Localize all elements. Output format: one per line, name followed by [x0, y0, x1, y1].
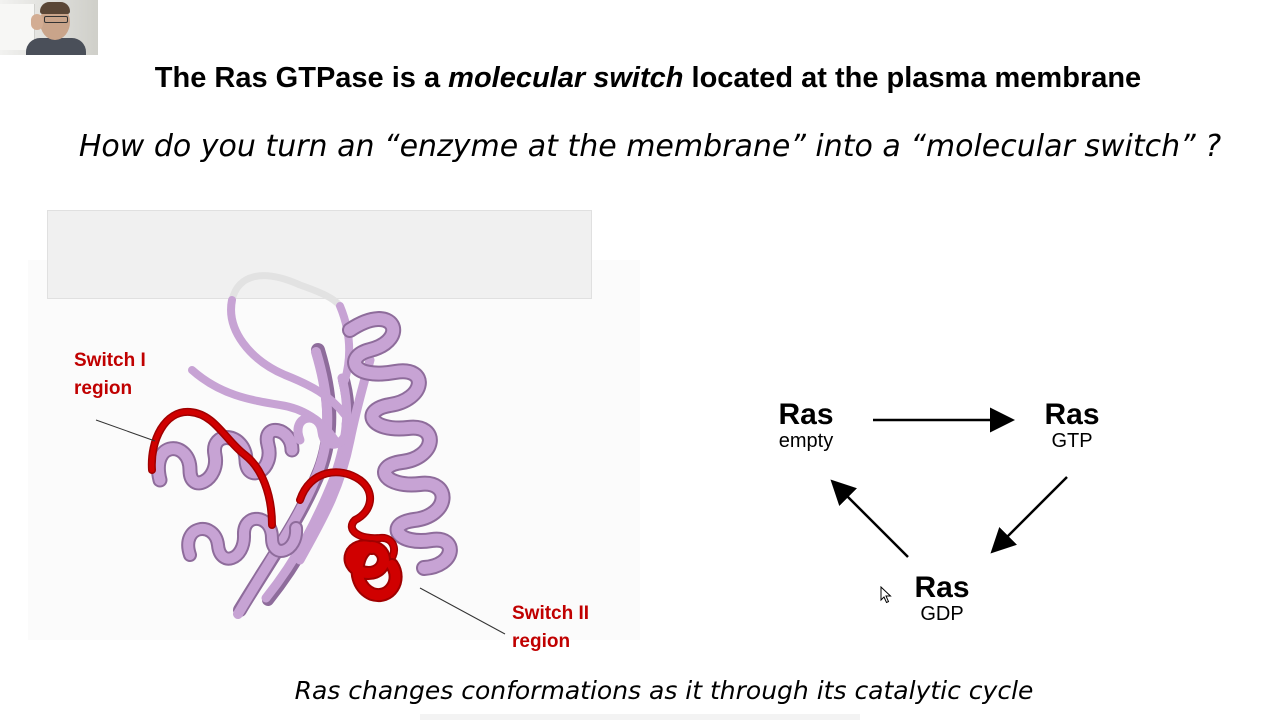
- title-emphasis: molecular switch: [448, 62, 684, 94]
- switch2-label: Switch II region: [512, 600, 589, 656]
- title-text-end: located at the plasma membrane: [683, 62, 1142, 94]
- ras-gdp-state: GDP: [920, 603, 964, 625]
- ras-empty-name: Ras: [778, 398, 834, 431]
- switch2-leader-line: [419, 587, 506, 635]
- ras-gtp-state: GTP: [1051, 430, 1093, 452]
- caption-underlay: [420, 714, 860, 720]
- ras-gtp-name: Ras: [1044, 398, 1100, 431]
- ras-protein-structure: [95, 272, 506, 635]
- ras-gdp-node: Ras GDP: [902, 571, 982, 626]
- title-text-start: The Ras GTPase is a: [154, 62, 449, 94]
- ras-empty-state: empty: [778, 430, 834, 452]
- arrow-gdp-to-empty: [830, 479, 909, 558]
- image-placeholder-box: [47, 210, 592, 299]
- arrow-gtp-to-gdp: [990, 476, 1068, 554]
- switch1-label: Switch I region: [74, 347, 146, 403]
- mouse-pointer-icon: [880, 586, 892, 604]
- slide-subtitle: How do you turn an “enzyme at the membra…: [78, 129, 1222, 164]
- switch1-label-line2: region: [74, 378, 133, 399]
- slide-caption: Ras changes conformations as it through …: [294, 676, 1034, 705]
- ras-gdp-name: Ras: [914, 571, 970, 604]
- ras-gtp-node: Ras GTP: [1033, 398, 1111, 453]
- switch2-label-line1: Switch II: [512, 603, 590, 624]
- protein-image-background: [28, 260, 640, 640]
- switch1-label-line1: Switch I: [74, 350, 146, 371]
- switch1-leader-line: [95, 419, 156, 442]
- switch2-label-line2: region: [512, 631, 571, 652]
- presenter-webcam: [0, 0, 98, 55]
- ras-empty-node: Ras empty: [766, 398, 846, 453]
- slide-title: The Ras GTPase is a molecular switch loc…: [0, 62, 1280, 95]
